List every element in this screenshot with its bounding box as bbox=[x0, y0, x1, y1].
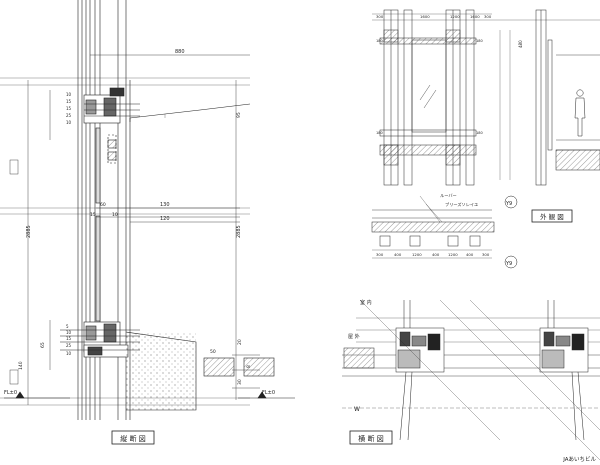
height-tag: 480 bbox=[518, 40, 523, 48]
dim-height-right: 2885 bbox=[236, 225, 242, 238]
floor-level-right: FL±0 bbox=[262, 390, 275, 396]
exterior-view bbox=[372, 9, 600, 186]
lower-height-1: 10 bbox=[66, 330, 72, 335]
dim-profile-10: 10 bbox=[112, 212, 118, 218]
upper-height-3: 25 bbox=[66, 113, 72, 118]
vertical-section-dimensions: 880 130 120 60 15 10 2885 2885 95 65 140… bbox=[4, 49, 275, 396]
title-horizontal-section: 横 断 図 bbox=[349, 430, 393, 445]
dim-profile-60: 60 bbox=[100, 202, 106, 208]
svg-text:横 断 図: 横 断 図 bbox=[358, 434, 383, 443]
lower-height-0: 5 bbox=[66, 324, 69, 329]
dim-mid-width: 130 bbox=[160, 202, 170, 208]
lower-height-4: 10 bbox=[66, 351, 72, 356]
upper-height-2: 15 bbox=[66, 106, 72, 111]
svg-text:縦 断 図: 縦 断 図 bbox=[120, 434, 145, 443]
dim-profile-15: 15 bbox=[90, 212, 96, 218]
dim-65: 65 bbox=[40, 342, 46, 348]
row-dim-0: 180 bbox=[376, 39, 383, 43]
dim-8: 8 bbox=[246, 365, 252, 368]
row-dim-2: 180 bbox=[376, 131, 383, 135]
dim-20: 20 bbox=[237, 339, 243, 345]
axis-mark: W bbox=[354, 406, 360, 413]
spacing-5: 400 bbox=[466, 252, 474, 257]
row-dim-3: 180 bbox=[476, 131, 483, 135]
exterior-dim-2: 1200 bbox=[450, 14, 460, 19]
svg-text:外 観 図: 外 観 図 bbox=[540, 212, 564, 221]
spacing-0: 300 bbox=[376, 252, 384, 257]
dim-top-width: 880 bbox=[175, 49, 185, 55]
vertical-section bbox=[0, 0, 295, 420]
upper-height-1: 15 bbox=[66, 99, 72, 104]
lower-height-2: 15 bbox=[66, 336, 72, 341]
spacing-2: 1200 bbox=[412, 252, 422, 257]
spacing-4: 1200 bbox=[448, 252, 458, 257]
exterior-dim-0: 300 bbox=[376, 14, 384, 19]
building-name: JAあいちビル bbox=[562, 455, 596, 463]
section-strip-text: ルーバー ブリーズソレイユ Y9 Y9 300 400 1200 400 120… bbox=[376, 14, 523, 267]
note-brise-soleil: ブリーズソレイユ bbox=[445, 201, 478, 208]
dim-140: 140 bbox=[18, 361, 24, 370]
dim-95: 95 bbox=[236, 112, 242, 118]
upper-height-4: 10 bbox=[66, 120, 72, 125]
horizontal-section bbox=[342, 299, 600, 461]
exterior-dim-4: 300 bbox=[484, 14, 492, 19]
exterior-dim-3: 1600 bbox=[470, 14, 480, 19]
title-exterior-view: 外 観 図 bbox=[531, 209, 573, 223]
upper-height-0: 10 bbox=[66, 92, 72, 97]
spacing-1: 400 bbox=[394, 252, 402, 257]
section-strip bbox=[371, 195, 518, 269]
exterior-dim-1: 1600 bbox=[420, 14, 430, 19]
row-dim-1: 180 bbox=[476, 39, 483, 43]
spacing-6: 300 bbox=[482, 252, 490, 257]
label-interior: 室 内 bbox=[360, 299, 372, 306]
dim-30: 30 bbox=[237, 379, 243, 385]
note-louver: ルーバー bbox=[440, 193, 457, 198]
spacing-3: 400 bbox=[432, 252, 440, 257]
dim-50: 50 bbox=[210, 349, 216, 355]
grid-mark-top: Y9 bbox=[505, 201, 512, 207]
lower-height-3: 25 bbox=[66, 343, 72, 348]
grid-mark-bottom: Y9 bbox=[505, 261, 512, 267]
dim-lower-width: 120 bbox=[160, 216, 170, 222]
floor-level-left: FL±0 bbox=[4, 390, 17, 396]
dim-height-left: 2885 bbox=[26, 225, 32, 238]
title-vertical-section: 縦 断 図 bbox=[111, 430, 155, 445]
horizontal-section-text: 室 内 屋 外 W bbox=[348, 299, 372, 413]
label-exterior: 屋 外 bbox=[348, 333, 360, 340]
